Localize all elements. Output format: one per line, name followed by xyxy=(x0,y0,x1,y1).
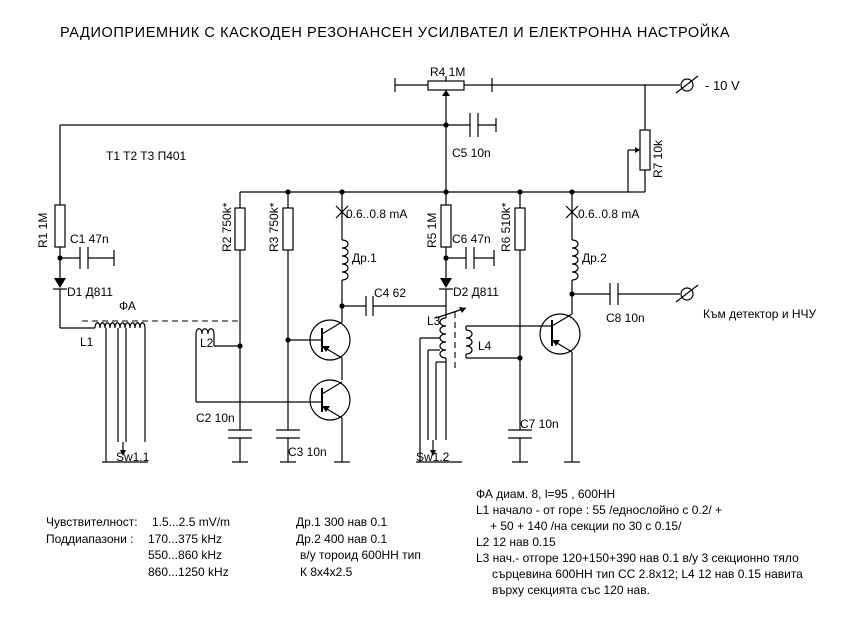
range-1: 170...375 kHz xyxy=(148,532,222,546)
choke-line-2: Др.2 400 нав 0.1 xyxy=(296,532,388,546)
coil-line-7: върху секцията със 120 нав. xyxy=(492,583,650,597)
current-label-1: 0.6..0.8 mA xyxy=(346,207,407,221)
r5-label: R5 1M xyxy=(425,213,439,248)
r3-resistor: R3 750k* xyxy=(267,202,294,252)
l2-label: L2 xyxy=(200,336,214,350)
c6-capacitor: C6 47n xyxy=(446,232,495,269)
d1-label: D1 Д811 xyxy=(67,285,113,299)
dr2-label: Др.2 xyxy=(582,251,607,265)
c3-label: C3 10n xyxy=(288,445,327,459)
fa-label: ФА xyxy=(119,299,136,313)
d1-zener: D1 Д811 xyxy=(53,278,113,328)
coil-line-4: L2 12 нав 0.15 xyxy=(476,535,556,549)
choke-line-1: Др.1 300 нав 0.1 xyxy=(296,515,388,529)
dr2-choke: Др.2 xyxy=(571,239,607,314)
chokes-block: Др.1 300 нав 0.1 Др.2 400 нав 0.1 в/у то… xyxy=(296,515,421,579)
coils-block: ФА диам. 8, l=95 , 600НН L1 начало - от … xyxy=(476,487,803,597)
coil-line-6: сърцевина 600НН тип СС 2.8х12; L4 12 нав… xyxy=(492,567,803,581)
c2-label: C2 10n xyxy=(196,411,235,425)
coil-line-3: + 50 + 140 /на секции по 30 с 0.15/ xyxy=(490,519,682,533)
range-2: 550...860 kHz xyxy=(148,548,222,562)
c2-capacitor: C2 10n xyxy=(196,411,252,463)
dr1-label: Др.1 xyxy=(352,251,377,265)
choke-line-4: К 8х4х2.5 xyxy=(300,565,353,579)
r4-label: R4 1M xyxy=(430,65,465,79)
transistor-t1 xyxy=(309,379,351,463)
c7-label: C7 10n xyxy=(520,417,559,431)
c4-capacitor: C4 62 xyxy=(342,286,446,316)
sw1-1-label: Sw1.1 xyxy=(116,450,150,464)
current-mark-1: 0.6..0.8 mA xyxy=(335,205,407,221)
dr1-choke: Др.1 xyxy=(341,239,377,320)
l4-coil: L4 xyxy=(465,325,540,359)
r1-resistor: R1 1M xyxy=(36,204,66,248)
sensitivity-value: 1.5...2.5 mV/m xyxy=(152,515,230,529)
c1-capacitor: C1 47n xyxy=(60,232,115,269)
supply-terminal: - 10 V xyxy=(492,75,740,94)
l3-label: L3 xyxy=(427,314,441,328)
l1-label: L1 xyxy=(80,335,94,349)
l3-coil: L3 xyxy=(419,306,467,440)
supply-label: - 10 V xyxy=(705,78,740,93)
c6-label: C6 47n xyxy=(452,232,491,246)
r3-label: R3 750k* xyxy=(267,202,281,252)
coil-line-2: L1 начало - от горе : 55 /еднослойно с 0… xyxy=(476,503,722,517)
choke-line-3: в/у тороид 600НН тип xyxy=(300,548,421,562)
c8-label: C8 10n xyxy=(606,311,645,325)
current-mark-2: 0.6..0.8 mA xyxy=(565,205,639,221)
c5-label: C5 10n xyxy=(452,146,491,160)
c1-label: C1 47n xyxy=(70,232,109,246)
output-label: Към детектор и НЧУ xyxy=(703,307,817,321)
r7-label: R7 10k xyxy=(651,139,665,178)
transistor-t3 xyxy=(539,313,581,463)
transistor-t2 xyxy=(309,319,351,380)
l2-coil: L2 xyxy=(195,328,240,402)
r1-label: R1 1M xyxy=(36,213,50,248)
d2-zener: D2 Д811 xyxy=(439,278,499,306)
r6-resistor: R6 510k* xyxy=(499,202,526,252)
switch-sw1-2: Sw1.2 xyxy=(416,440,462,464)
coil-line-5: L3 нач.- отгоре 120+150+390 нав 0.1 в/у … xyxy=(476,551,799,565)
sensitivity-label: Чувствителност: xyxy=(46,515,138,529)
d2-label: D2 Д811 xyxy=(453,285,499,299)
sw1-2-label: Sw1.2 xyxy=(416,450,450,464)
diagram-title: РАДИОПРИЕМНИК С КАСКОДЕН РЕЗОНАНСЕН УСИЛ… xyxy=(60,23,730,41)
r7-resistor: R7 10k xyxy=(627,129,665,192)
coil-line-1: ФА диам. 8, l=95 , 600НН xyxy=(476,487,615,501)
transistor-types: T1 T2 T3 П401 xyxy=(106,149,187,163)
r2-resistor: R2 750k* xyxy=(220,202,246,252)
ranges-label: Поддиапазони : xyxy=(46,532,134,546)
output-terminal: Към детектор и НЧУ xyxy=(675,284,817,321)
c3-capacitor: C3 10n xyxy=(276,429,327,463)
current-label-2: 0.6..0.8 mA xyxy=(578,207,639,221)
ferrite-antenna: ФА L1 xyxy=(80,299,240,442)
r6-label: R6 510k* xyxy=(499,202,513,252)
range-3: 860...1250 kHz xyxy=(148,565,229,579)
c5-capacitor: C5 10n xyxy=(452,113,497,160)
switch-sw1-1: Sw1.1 xyxy=(102,442,150,464)
c4-label: C4 62 xyxy=(374,286,406,300)
c7-capacitor: C7 10n xyxy=(508,417,559,463)
l4-label: L4 xyxy=(478,339,492,353)
specs-block: Чувствителност: 1.5...2.5 mV/m Поддиапаз… xyxy=(46,515,230,579)
r5-resistor: R5 1M xyxy=(425,204,452,248)
r2-label: R2 750k* xyxy=(220,202,234,252)
c8-capacitor: C8 10n xyxy=(572,283,680,325)
